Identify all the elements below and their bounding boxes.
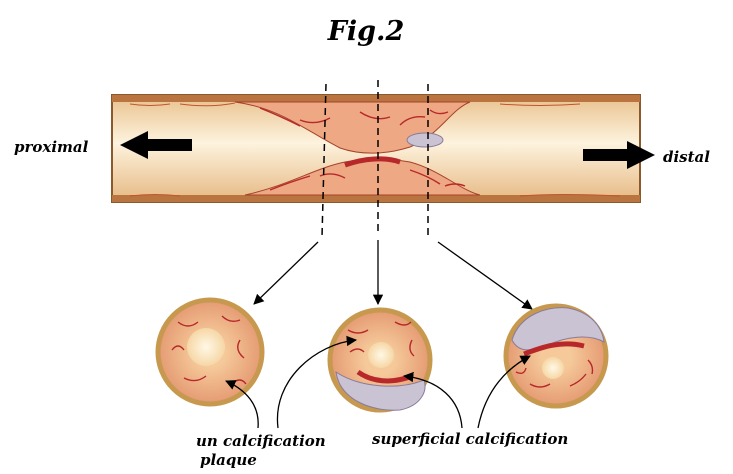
label-proximal: proximal (14, 138, 89, 156)
caption-superficial-calcification: superficial calcification (372, 430, 568, 448)
cross-section-calcified-right (506, 306, 606, 406)
label-distal: distal (663, 148, 710, 166)
cross-section-calcified-middle (330, 310, 430, 410)
figure-title: Fig.2 (327, 16, 405, 47)
caption-uncalcified-line1: un calcification (196, 432, 326, 450)
projection-arrows (254, 240, 532, 309)
cross-section-uncalcified (158, 300, 262, 404)
caption-uncalcified-line2: plaque (200, 451, 257, 469)
